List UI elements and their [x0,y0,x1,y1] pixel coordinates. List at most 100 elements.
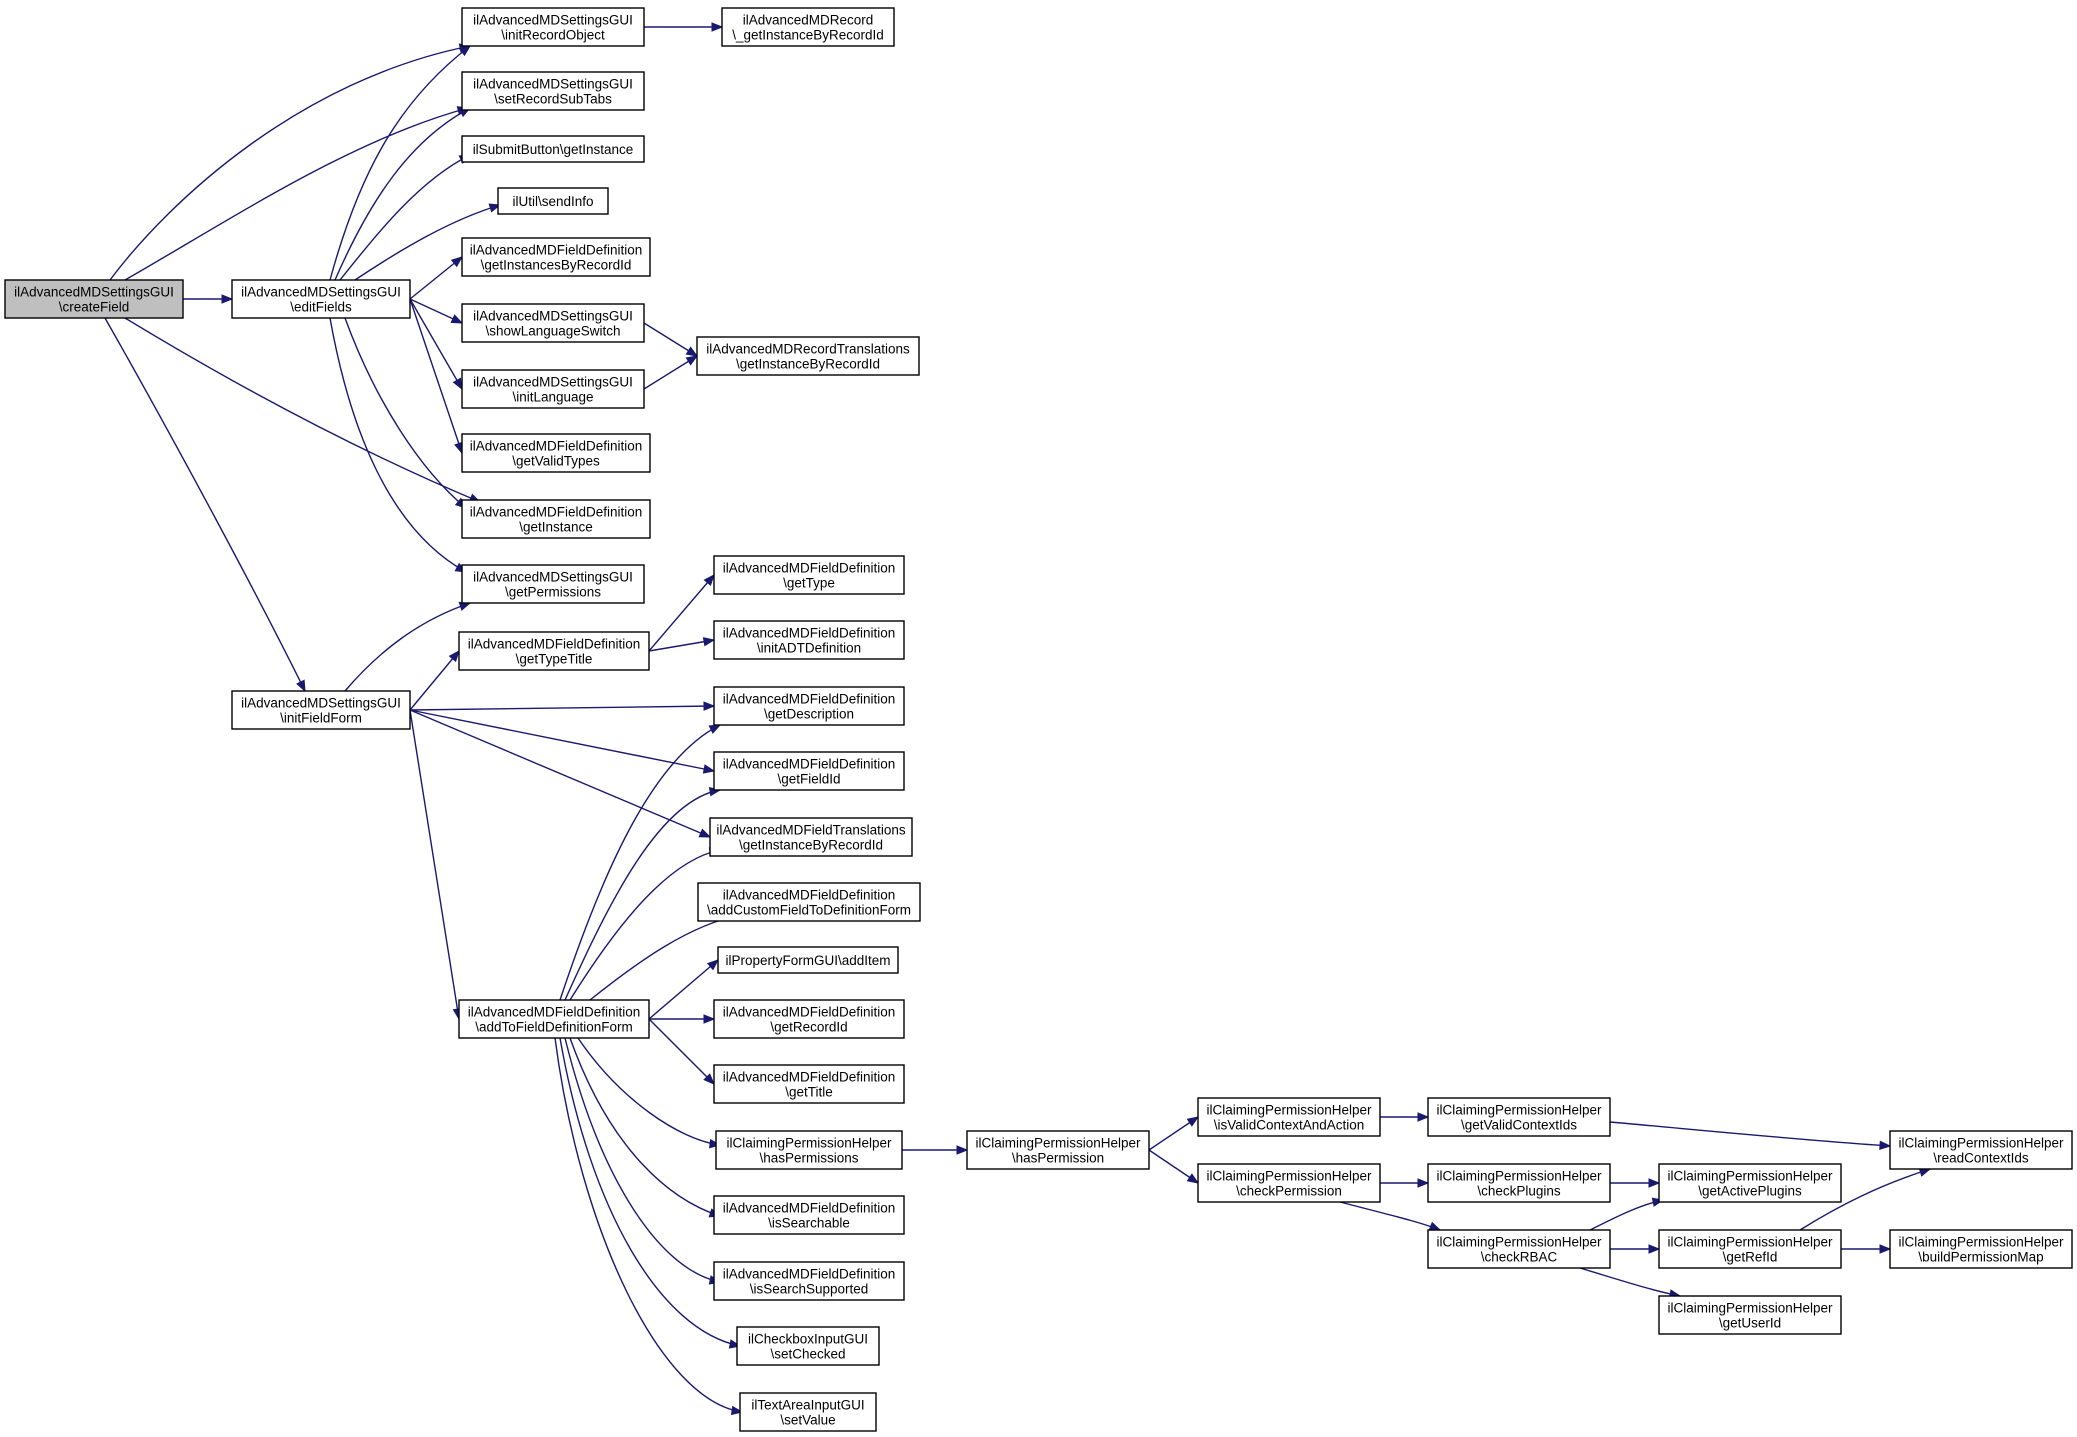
node-getUserId[interactable]: ilClaimingPermissionHelper\getUserId [1658,1295,1842,1335]
node-getRefId[interactable]: ilClaimingPermissionHelper\getRefId [1658,1229,1842,1269]
edge-line [409,298,463,454]
edge-line [344,317,467,509]
node-getFieldId[interactable]: ilAdvancedMDFieldDefinition\getFieldId [713,751,905,791]
edge-arrowhead [452,377,463,391]
node-addToFieldDefinitionForm[interactable]: ilAdvancedMDFieldDefinition\addToFieldDe… [458,999,650,1039]
edge-editFields-to-getInstancesByRecordId [409,256,464,300]
node-checkPermission[interactable]: ilClaimingPermissionHelper\checkPermissi… [1197,1163,1381,1203]
node-getType[interactable]: ilAdvancedMDFieldDefinition\getType [713,555,905,595]
edge-hasPermission-to-isValidContextAndAction [1148,1116,1200,1151]
edge-arrowhead [708,1138,722,1149]
node-hasPermission[interactable]: ilClaimingPermissionHelper\hasPermission [966,1130,1150,1170]
node-label: ilTextAreaInputGUI [751,1398,864,1413]
node-setRecordSubTabs[interactable]: ilAdvancedMDSettingsGUI\setRecordSubTabs [461,71,645,111]
edge-arrowhead [296,679,306,693]
node-recGetInstance[interactable]: ilAdvancedMDRecord\_getInstanceByRecordI… [721,7,895,47]
edge-addToFieldDefinitionForm-to-getTitle [648,1018,715,1085]
edge-line [409,709,711,838]
node-isSearchable[interactable]: ilAdvancedMDFieldDefinition\isSearchable [713,1195,905,1235]
node-createField[interactable]: ilAdvancedMDSettingsGUI\createField [4,279,184,319]
node-label: \getInstanceByRecordId [736,357,880,372]
node-label: ilAdvancedMDFieldDefinition [468,1005,641,1020]
node-checkPlugins[interactable]: ilClaimingPermissionHelper\checkPlugins [1427,1163,1611,1203]
node-getValidContextIds[interactable]: ilClaimingPermissionHelper\getValidConte… [1427,1097,1611,1137]
edge-editFields-to-getPermissions [329,317,468,573]
node-getDescription[interactable]: ilAdvancedMDFieldDefinition\getDescripti… [713,686,905,726]
node-label: ilClaimingPermissionHelper [1206,1169,1372,1184]
node-label: ilAdvancedMDFieldDefinition [468,637,641,652]
node-addItem[interactable]: ilPropertyFormGUI\addItem [717,946,899,974]
node-layer: ilAdvancedMDSettingsGUI\createField ilAdv… [4,7,2073,1432]
node-getRecordId[interactable]: ilAdvancedMDFieldDefinition\getRecordId [713,999,905,1039]
node-addCustomField[interactable]: ilAdvancedMDFieldDefinition\addCustomFie… [697,882,921,922]
node-checkRBAC[interactable]: ilClaimingPermissionHelper\checkRBAC [1427,1229,1611,1269]
node-setValue[interactable]: ilTextAreaInputGUI\setValue [739,1392,877,1432]
edge-line [564,789,721,1001]
node-isValidContextAndAction[interactable]: ilClaimingPermissionHelper\isValidContex… [1197,1097,1381,1137]
edge-hasPermissions-to-hasPermission [902,1145,969,1155]
node-box [461,135,645,163]
node-readContextIds[interactable]: ilClaimingPermissionHelper\readContextId… [1889,1130,2073,1170]
node-getInstancesByRecordId[interactable]: ilAdvancedMDFieldDefinition\getInstances… [461,237,651,277]
edge-line [329,317,467,573]
node-initLanguage[interactable]: ilAdvancedMDSettingsGUI\initLanguage [461,369,645,409]
node-buildPermissionMap[interactable]: ilClaimingPermissionHelper\buildPermissi… [1889,1229,2073,1269]
node-label: ilAdvancedMDSettingsGUI [241,696,401,711]
node-box [1427,1229,1611,1269]
edge-line [1339,1201,1441,1231]
edge-line [409,709,715,772]
node-box [713,1261,905,1301]
node-hasPermissions[interactable]: ilClaimingPermissionHelper\hasPermission… [715,1130,903,1170]
node-box [458,999,650,1039]
node-initFieldForm[interactable]: ilAdvancedMDSettingsGUI\initFieldForm [231,690,411,730]
edge-line [1799,1168,1931,1231]
node-getValidTypes[interactable]: ilAdvancedMDFieldDefinition\getValidType… [461,433,651,473]
node-submitGetInstance[interactable]: ilSubmitButton\getInstance [461,135,645,163]
node-label: ilAdvancedMDFieldDefinition [470,439,643,454]
node-box [713,620,905,660]
edge-getRefId-to-buildPermissionMap [1841,1244,1892,1254]
node-label: \checkPermission [1236,1184,1342,1199]
node-setChecked[interactable]: ilCheckboxInputGUI\setChecked [736,1326,880,1366]
edge-arrowhead [448,649,460,663]
node-box [966,1130,1150,1170]
node-label: ilAdvancedMDFieldDefinition [723,1005,896,1020]
edge-addToFieldDefinitionForm-to-setChecked [559,1037,742,1349]
node-showLanguageSwitch[interactable]: ilAdvancedMDSettingsGUI\showLanguageSwit… [461,303,645,343]
edge-checkRBAC-to-getRefId [1610,1244,1661,1254]
node-box [715,1130,903,1170]
edge-createField-to-fdGetInstance [124,317,482,503]
node-editFields[interactable]: ilAdvancedMDSettingsGUI\editFields [231,279,411,319]
node-sendInfo[interactable]: ilUtil\sendInfo [497,187,609,215]
node-box [1889,1229,2073,1269]
node-label: ilAdvancedMDFieldDefinition [723,1070,896,1085]
node-fieldTransGetInstance[interactable]: ilAdvancedMDFieldTranslations\getInstanc… [709,817,913,857]
edge-arrowhead [458,45,472,57]
node-label: ilClaimingPermissionHelper [726,1136,892,1151]
edge-hasPermission-to-checkPermission [1148,1149,1200,1184]
node-initRecordObject[interactable]: ilAdvancedMDSettingsGUI\initRecordObject [461,7,645,47]
node-box [1197,1097,1381,1137]
edge-layer [104,22,1932,1416]
edge-editFields-to-initLanguage [409,298,463,391]
node-getTypeTitle[interactable]: ilAdvancedMDFieldDefinition\getTypeTitle [458,631,650,671]
node-initADTDefinition[interactable]: ilAdvancedMDFieldDefinition\initADTDefin… [713,620,905,660]
edge-initFieldForm-to-fieldTransGetInstance [409,709,712,838]
edge-line [577,1037,721,1146]
node-recTransGetInstance[interactable]: ilAdvancedMDRecordTranslations\getInstan… [696,336,920,376]
node-box [713,999,905,1039]
edge-line [1589,1199,1664,1231]
node-label: ilAdvancedMDFieldDefinition [723,1201,896,1216]
edge-editFields-to-submitGetInstance [339,154,472,281]
node-isSearchSupported[interactable]: ilAdvancedMDFieldDefinition\isSearchSupp… [713,1261,905,1301]
node-getActivePlugins[interactable]: ilClaimingPermissionHelper\getActivePlug… [1658,1163,1842,1203]
edge-line [409,705,715,711]
node-box [1889,1130,2073,1170]
edge-line [409,298,463,390]
edge-checkPermission-to-checkPlugins [1380,1178,1430,1188]
node-getTitle[interactable]: ilAdvancedMDFieldDefinition\getTitle [713,1064,905,1104]
edge-arrowhead [703,701,716,711]
edge-arrowhead [221,294,234,304]
node-getPermissions[interactable]: ilAdvancedMDSettingsGUI\getPermissions [461,564,645,604]
node-fdGetInstance[interactable]: ilAdvancedMDFieldDefinition\getInstance [461,499,651,539]
